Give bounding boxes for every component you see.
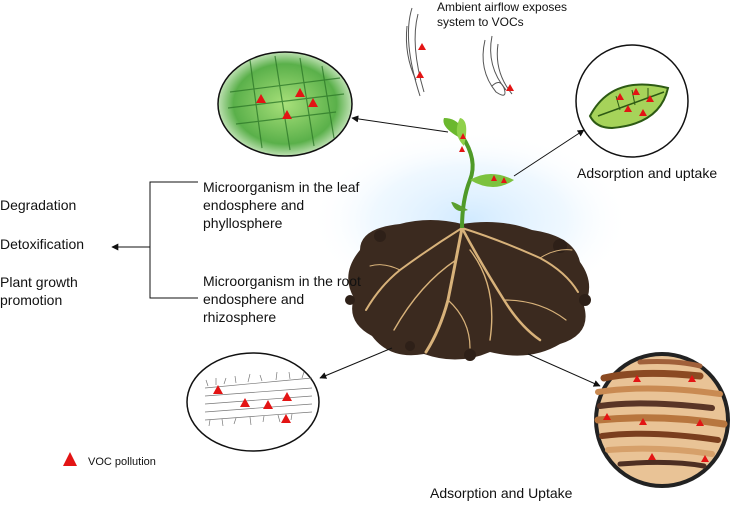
voc-triangle-icon (506, 84, 514, 91)
leaf-microorganism-label: Microorganism in the leaf endosphere and… (203, 179, 360, 231)
voc-triangle-icon (648, 453, 656, 460)
voc-triangle-icon (460, 133, 466, 139)
plant-roots (365, 226, 579, 354)
voc-triangle-icon (491, 175, 497, 181)
leaf-adsorption-circle (575, 44, 689, 158)
voc-triangle-icon (416, 71, 424, 78)
arrow-to-leaf-tissue (351, 115, 449, 133)
voc-triangle-icon (639, 109, 647, 116)
voc-triangle-icon (240, 398, 250, 407)
root-adsorption-label: Adsorption and Uptake (430, 485, 573, 501)
arrow-to-root-tissue (319, 347, 393, 379)
voc-triangle-icon (701, 455, 709, 462)
voc-triangle-icon (263, 400, 273, 409)
root-microorganism-label: Microorganism in the root endosphere and… (203, 273, 361, 325)
soil-mound (345, 220, 591, 361)
arrow-to-root-adsorption (527, 353, 601, 387)
plant-seedling-icon (443, 118, 514, 229)
voc-triangle-icon (295, 88, 305, 97)
voc-triangle-icon (281, 414, 291, 423)
voc-triangle-icon (633, 375, 641, 382)
voc-triangle-icon (696, 419, 704, 426)
voc-triangle-icon (256, 94, 266, 103)
voc-triangle-icon (603, 413, 611, 420)
voc-triangle-icon (646, 95, 654, 102)
airflow-label: Ambient airflow exposes system to VOCs (437, 0, 568, 29)
voc-triangle-icon (501, 177, 507, 183)
leaf-adsorption-label: Adsorption and uptake (577, 165, 718, 181)
voc-triangle-icon (63, 452, 77, 466)
voc-triangle-icon (688, 375, 696, 382)
voc-triangle-icon (213, 385, 223, 394)
voc-triangle-icon (282, 110, 292, 119)
voc-triangle-icon (639, 418, 647, 425)
voc-triangle-icon (418, 43, 426, 50)
voc-triangle-icon (459, 146, 465, 152)
voc-triangle-icon (616, 93, 624, 100)
leaf-tissue-circle (217, 51, 353, 157)
voc-triangle-icon (308, 98, 318, 107)
legend-voc-label: VOC pollution (88, 456, 156, 468)
outcome-growth-promotion: Plant growth promotion (0, 274, 78, 308)
root-adsorption-circle (594, 352, 730, 488)
root-tissue-circle (186, 352, 320, 452)
airflow-swirl-icon (405, 7, 513, 97)
voc-triangle-icon (282, 392, 292, 401)
outcome-degradation: Degradation (0, 197, 77, 213)
voc-triangle-icon (632, 88, 640, 95)
microbe-bracket (149, 181, 198, 299)
voc-triangle-icon (624, 105, 632, 112)
outcome-detoxification: Detoxification (0, 236, 85, 252)
arrow-to-leaf-adsorption (513, 129, 585, 177)
